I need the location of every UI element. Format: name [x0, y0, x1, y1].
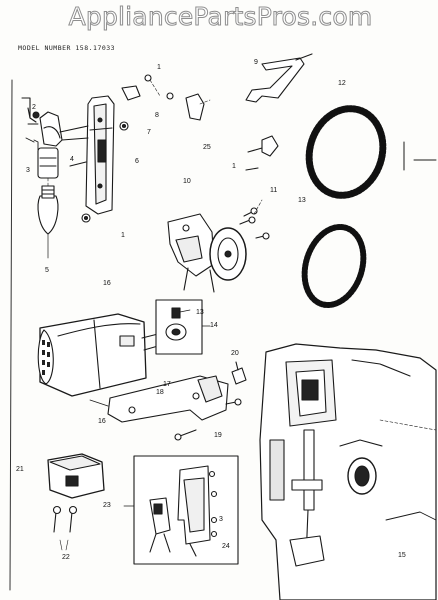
callout-17: 17 [163, 381, 171, 388]
callout-4: 4 [70, 156, 74, 163]
callout-22: 22 [62, 554, 70, 561]
callout-6: 6 [135, 158, 139, 165]
callout-2: 2 [32, 104, 36, 111]
callout-13: 13 [298, 197, 306, 204]
leader-lines [47, 79, 263, 215]
callout-15: 15 [398, 552, 406, 559]
callout-5: 5 [45, 267, 49, 274]
callout-12: 12 [338, 80, 346, 87]
lamp-socket-assembly [21, 97, 63, 179]
callout-3: 3 [26, 167, 30, 174]
callout-1: 1 [232, 163, 236, 170]
callout-13: 13 [196, 309, 204, 316]
callout-7: 7 [147, 129, 151, 136]
belt-small [301, 223, 367, 309]
callout-1: 1 [121, 232, 125, 239]
watermark: AppliancePartsPros.com [68, 2, 373, 32]
margin-line [9, 79, 13, 591]
callout-16: 16 [98, 418, 106, 425]
callout-3: 3 [219, 516, 223, 523]
brush-assembly-box [155, 299, 211, 355]
callout-8: 8 [155, 112, 159, 119]
upper-bracket [245, 53, 313, 103]
callout-19: 19 [214, 432, 222, 439]
belt-large [305, 105, 387, 199]
callout-23: 23 [103, 502, 111, 509]
callout-11: 11 [270, 187, 278, 194]
callout-16: 16 [103, 280, 111, 287]
sewing-machine-head [259, 343, 437, 600]
light-bulb [37, 185, 59, 259]
callout-14: 14 [210, 322, 218, 329]
terminal-block [47, 453, 105, 499]
lamp-bracket [59, 95, 115, 215]
callout-20: 20 [231, 350, 239, 357]
model-number-label: MODEL NUMBER 158.17033 [18, 44, 116, 52]
callout-1: 1 [157, 64, 161, 71]
motor-pulley-bracket [167, 213, 247, 293]
controller-box [123, 455, 239, 565]
callout-21: 21 [16, 466, 24, 473]
motor [37, 313, 159, 397]
screws [52, 505, 78, 551]
callout-18: 18 [156, 389, 164, 396]
callout-10: 10 [183, 178, 191, 185]
callout-9: 9 [254, 59, 258, 66]
motor-bracket [89, 375, 242, 441]
callout-24: 24 [222, 543, 230, 550]
callout-25: 25 [203, 144, 211, 151]
